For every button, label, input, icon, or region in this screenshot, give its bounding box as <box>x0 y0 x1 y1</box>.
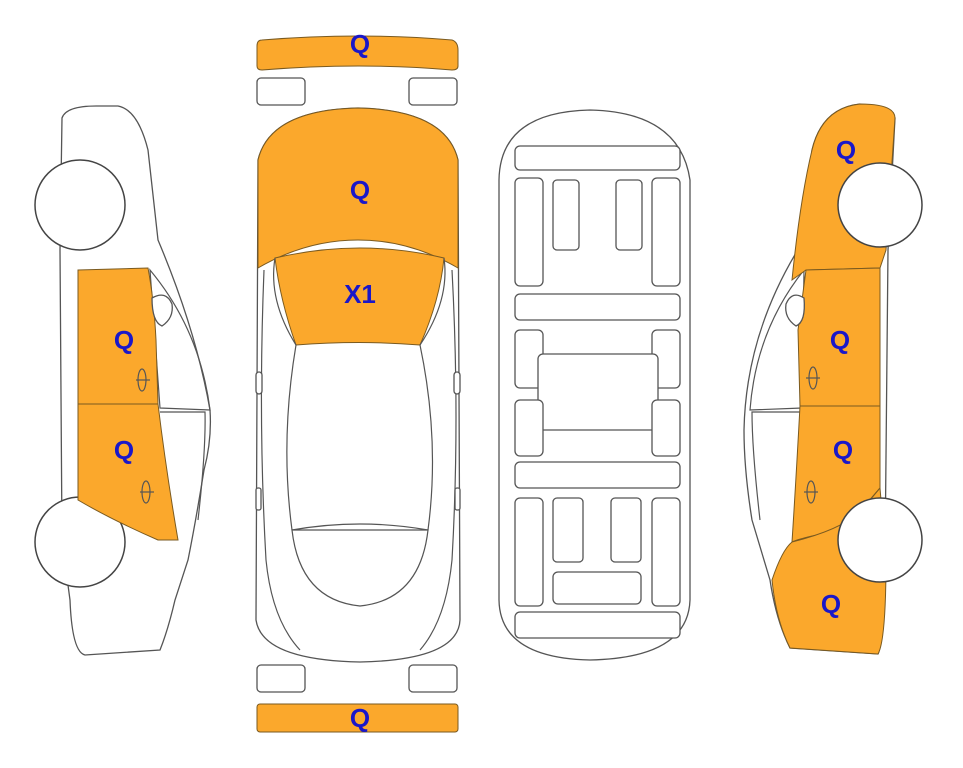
left-rear-door-panel[interactable] <box>77 403 179 541</box>
rear-left-light <box>256 664 306 693</box>
right-front-fender-label: Q <box>836 135 856 165</box>
right-window-inner <box>751 411 802 521</box>
top-right-mirror <box>453 371 461 395</box>
under-center-tunnel <box>537 353 659 431</box>
right-rear-quarter-label: Q <box>821 589 841 619</box>
front-right-light <box>408 77 458 106</box>
under-right-middle-2 <box>651 399 681 457</box>
top-left-a-pillar <box>273 257 297 346</box>
right-rear-wheel <box>837 497 923 583</box>
top-view: Q Q X1 Q <box>255 29 461 733</box>
under-rear-right-bay <box>651 497 681 607</box>
windshield-label: X1 <box>344 279 376 309</box>
rear-bumper-label: Q <box>350 703 370 733</box>
under-front-inner-right <box>615 179 643 251</box>
left-window-outline <box>149 268 211 411</box>
right-mirror <box>785 294 805 327</box>
right-rear-door-label: Q <box>833 435 853 465</box>
left-front-door-label: Q <box>114 325 134 355</box>
top-right-side-line <box>419 269 457 651</box>
left-rear-door-handle <box>140 480 154 504</box>
top-right-handle <box>454 487 461 511</box>
top-left-handle <box>255 487 262 511</box>
front-left-light <box>256 77 306 106</box>
front-bumper-label: Q <box>350 29 370 59</box>
under-front-inner-left <box>552 179 580 251</box>
left-front-wheel <box>34 159 126 251</box>
under-front-rail <box>514 145 681 171</box>
top-left-mirror <box>255 371 263 395</box>
under-exhaust-box <box>552 571 642 605</box>
left-side-view: Q Q <box>34 105 212 656</box>
under-front-left-bay <box>514 177 544 287</box>
right-front-door-label: Q <box>830 325 850 355</box>
right-front-wheel <box>837 162 923 248</box>
hood-label: Q <box>350 175 370 205</box>
front-bumper-panel[interactable] <box>256 35 459 71</box>
under-crossmember-front <box>514 293 681 321</box>
under-crossmember-rear <box>514 461 681 489</box>
under-front-right-bay <box>651 177 681 287</box>
top-right-a-pillar <box>419 257 446 346</box>
under-rear-left-bay <box>514 497 544 607</box>
underside-view <box>498 109 691 661</box>
under-rear-inner-right <box>610 497 642 563</box>
right-front-door-handle <box>806 366 820 390</box>
right-window-outline <box>749 268 805 411</box>
left-rear-door-label: Q <box>114 435 134 465</box>
under-left-middle-2 <box>514 399 544 457</box>
rear-right-light <box>408 664 458 693</box>
under-rear-rail <box>514 611 681 639</box>
top-left-side-line <box>260 269 301 651</box>
rear-window-outline <box>291 523 429 607</box>
rear-bumper-panel[interactable] <box>256 703 459 733</box>
left-mirror <box>151 294 173 327</box>
under-rear-inner-left <box>552 497 584 563</box>
left-window-inner <box>160 411 206 521</box>
right-rear-door-handle <box>804 480 818 504</box>
right-side-view: Q Q Q Q <box>743 103 923 655</box>
left-front-door-handle <box>136 368 150 392</box>
roof-outline <box>286 344 434 531</box>
hood-panel[interactable] <box>257 107 459 269</box>
